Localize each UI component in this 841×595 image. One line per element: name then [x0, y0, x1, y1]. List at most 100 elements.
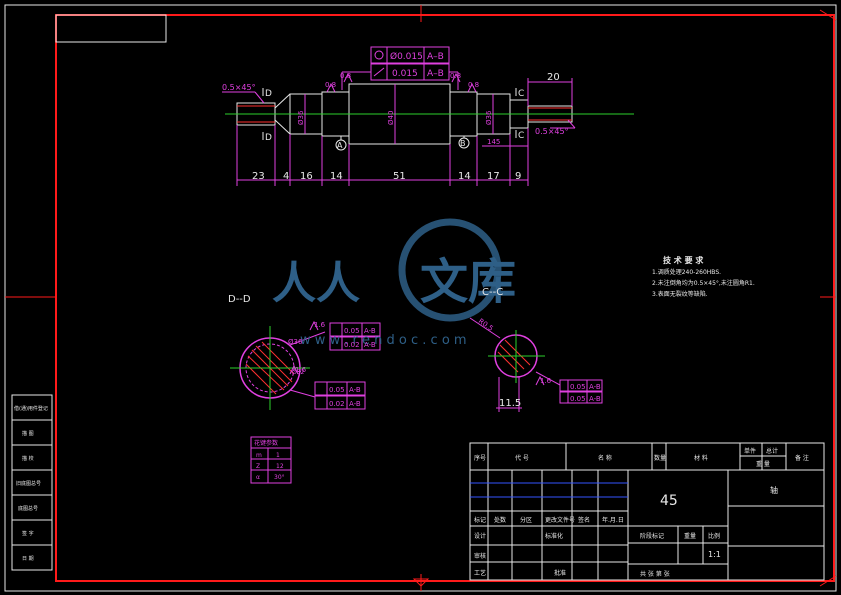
- spline-teeth: [245, 341, 295, 395]
- section-d-fcf3-datum: A-B: [349, 386, 361, 394]
- dia-center: Ø40: [387, 111, 395, 125]
- tb-sign-4: 签名: [578, 516, 590, 524]
- spline-row2-val: 30°: [274, 474, 285, 481]
- dim-bottom-1: 4: [283, 171, 289, 182]
- section-d-view: [230, 320, 381, 410]
- watermark-circle: [398, 218, 502, 322]
- roughness-mid-left: 0.8: [340, 72, 351, 80]
- section-c-fcf1-datum: A-B: [589, 383, 601, 391]
- roughness-right: 0.8: [468, 81, 479, 89]
- tb-sign-2: 分区: [520, 516, 532, 524]
- fcf-top-frames: [326, 46, 477, 93]
- section-c-dim-bottom: 11.5: [499, 398, 521, 409]
- tb-material: 45: [660, 493, 678, 509]
- tech-req-item-2: 3.表面无裂纹等缺陷.: [652, 290, 708, 298]
- tech-req-item-1: 2.未注倒角均为0.5×45°,未注圆角R1.: [652, 279, 755, 287]
- corner-box: [55, 14, 167, 43]
- tb-row-0: 设计: [474, 532, 486, 540]
- fcf-top-value: Ø0.015: [390, 51, 423, 62]
- side-3: 旧底图总号: [16, 480, 41, 487]
- tb-sheet: 共 张 第 张: [640, 570, 670, 578]
- tb-stage-1: 重量: [684, 532, 696, 540]
- dim-top-right: 20: [547, 72, 560, 83]
- tb-header-4: 材 料: [694, 454, 708, 462]
- section-c-fcf2-value: 0.05: [570, 395, 586, 403]
- section-d-fcf3-value: 0.05: [329, 386, 345, 394]
- dim-bottom-6: 17: [487, 171, 500, 182]
- fcf-top-datum: A–B: [427, 52, 444, 62]
- section-mark-c-top: C: [518, 89, 524, 99]
- section-d-roughness: 1.6: [314, 321, 326, 329]
- spline-table-grid: [250, 436, 292, 484]
- fcf-bottom-value: 0.015: [392, 69, 418, 79]
- tb-stage-2: 比例: [708, 532, 720, 540]
- datum-b: B: [460, 139, 466, 148]
- side-0: 借(通)用件登记: [14, 405, 48, 412]
- section-d-dim1: Ø36: [288, 338, 303, 346]
- spline-row1-key: Z: [256, 463, 260, 470]
- title-block-blue-lines: [470, 482, 628, 498]
- tech-req-item-0: 1.调质处理240-260HBS.: [652, 268, 721, 276]
- dim-bottom-4: 51: [393, 171, 406, 182]
- section-d-fcf4-datum: A-B: [349, 400, 361, 408]
- fcf-bottom-datum: A–B: [427, 69, 444, 79]
- tb-header-2: 名 称: [598, 454, 612, 462]
- inner-border: [55, 14, 835, 582]
- section-d-dim2: Ø32: [292, 369, 305, 376]
- side-2: 描 校: [22, 455, 34, 462]
- tb-part-name: 轴: [770, 485, 778, 495]
- tb-row-3: 工艺: [474, 569, 486, 577]
- section-mark-d-bottom: D: [265, 133, 272, 143]
- tb-sign-0: 标记: [474, 516, 486, 524]
- watermark-right: 文库: [420, 254, 516, 310]
- spline-row0-val: 1: [276, 452, 280, 459]
- side-6: 日 期: [22, 556, 34, 562]
- tb-header-7: 备 注: [795, 454, 809, 462]
- tb-weight: 重 量: [756, 460, 770, 468]
- side-5: 签 字: [22, 530, 34, 537]
- section-c-dim-slant: R0.5: [477, 317, 495, 333]
- title-block-grid: [469, 442, 825, 581]
- tb-sign-1: 处数: [494, 516, 506, 524]
- tb-header-3: 数量: [654, 454, 666, 462]
- side-1: 描 图: [22, 430, 34, 437]
- dim-bottom-2: 16: [300, 171, 313, 182]
- tech-req-title: 技 术 要 求: [663, 255, 704, 265]
- section-d-fcf1-value: 0.05: [344, 327, 360, 335]
- datum-markers: [262, 88, 517, 151]
- section-c-view: [469, 317, 603, 412]
- side-4: 底图总号: [18, 505, 38, 512]
- tb-row-2: 审核: [474, 552, 486, 560]
- dim-bottom-7: 9: [515, 171, 521, 182]
- chamfer-left: 0.5×45°: [222, 83, 256, 92]
- tb-header-1: 代 号: [515, 454, 529, 462]
- dim-bottom-0: 23: [252, 171, 265, 182]
- section-d-roughness2: 1.6: [295, 366, 307, 374]
- section-d-fcf2-datum: A-B: [364, 341, 376, 349]
- dia-left: Ø36: [297, 110, 305, 125]
- datum-a: A: [337, 141, 343, 150]
- tb-sign-3: 更改文件号: [545, 516, 575, 524]
- dim-145: 145: [487, 138, 500, 146]
- tb-scale: 1:1: [708, 550, 721, 559]
- roughness-left: 0.8: [325, 81, 336, 89]
- spline-table-title: 花键参数: [254, 439, 278, 447]
- shaft-threads: [237, 105, 572, 123]
- tb-header-6: 总计: [766, 447, 778, 455]
- section-d-fcf1-datum: A-B: [364, 327, 376, 335]
- dim-bottom-3: 14: [330, 171, 343, 182]
- dia-right: Ø36: [485, 110, 493, 125]
- section-d-fcf4-value: 0.02: [329, 400, 345, 408]
- main-dimensions: [222, 78, 576, 186]
- roughness-mid-right: 0.8: [450, 72, 461, 80]
- watermark-url: w w w . r e n d o c . c o m: [300, 333, 467, 348]
- chamfer-right: 0.5×45°: [535, 127, 569, 136]
- tb-header-5: 单件: [744, 447, 756, 455]
- tb-row-4: 批准: [554, 569, 566, 577]
- section-c-label: C--C: [482, 287, 503, 298]
- tb-sign-5: 年.月.日: [602, 516, 624, 524]
- section-c-fcf2-datum: A-B: [589, 395, 601, 403]
